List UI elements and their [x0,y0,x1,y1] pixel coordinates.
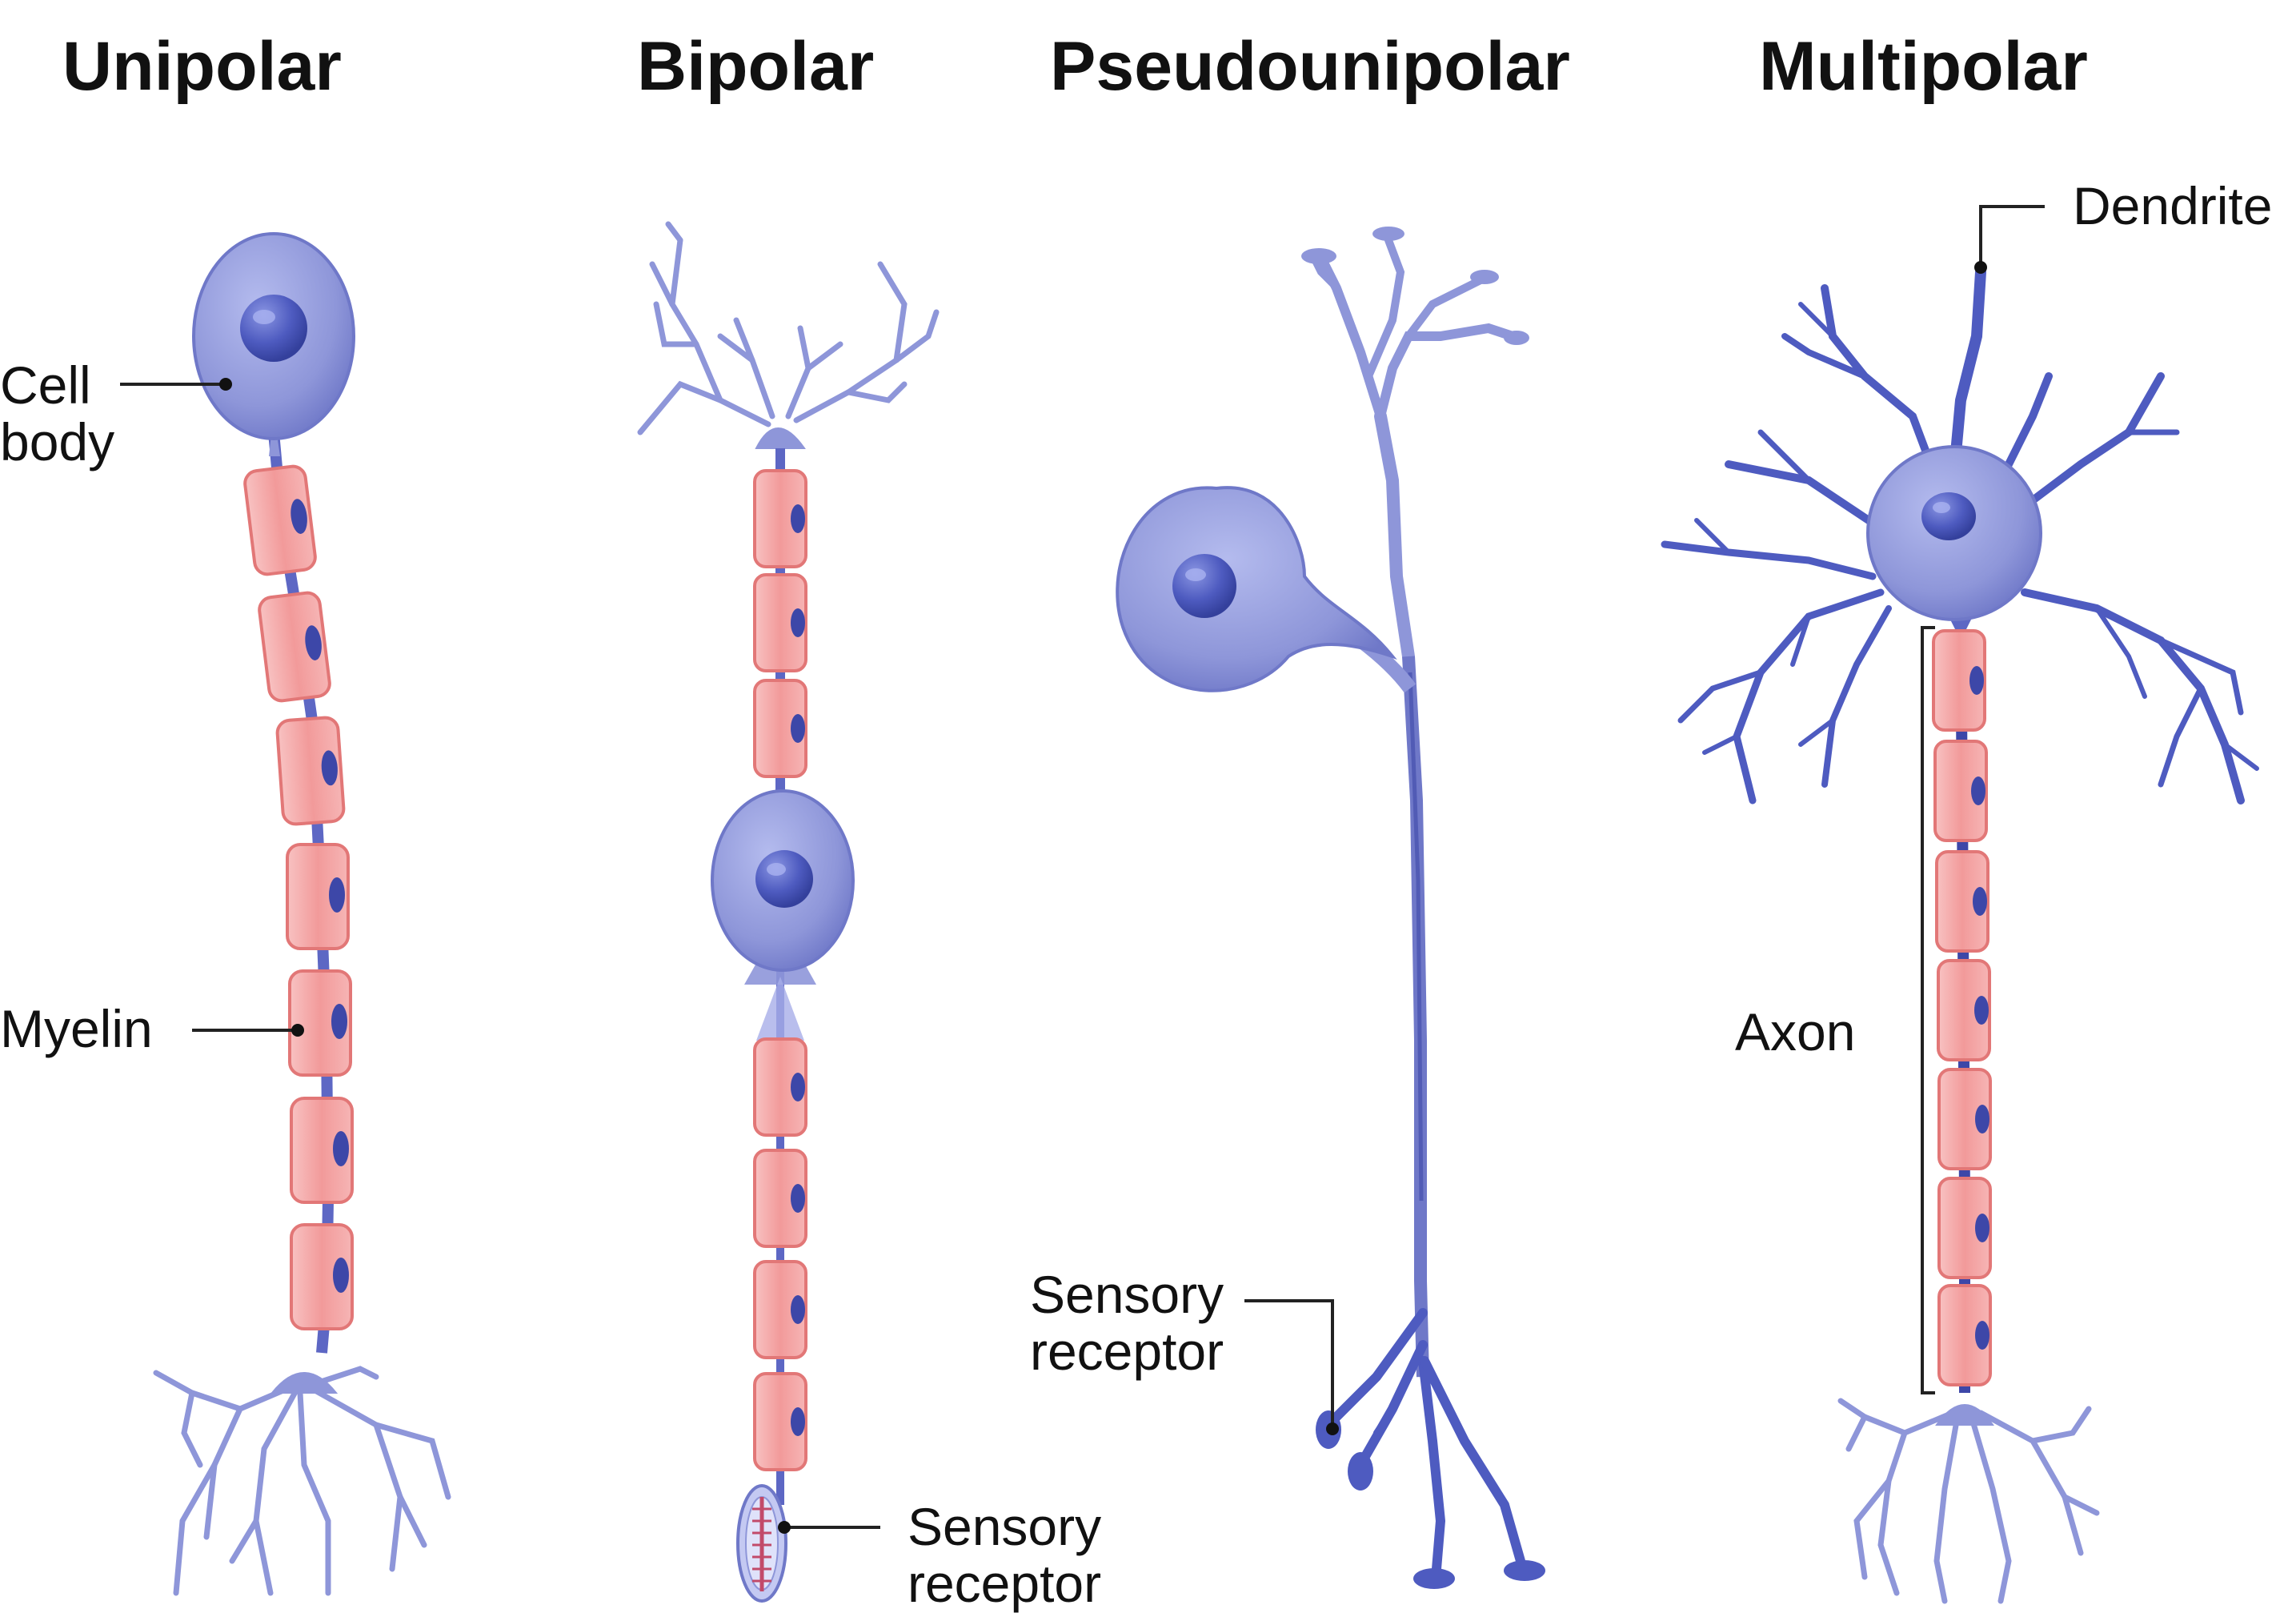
label-pseudo-sensory-receptor: Sensory receptor [1030,1266,1224,1381]
unipolar-axon-terminals [153,1366,451,1596]
pseudounipolar-branch-end-knobs [1301,227,1529,345]
label-myelin: Myelin [0,999,153,1058]
leader-lines [120,205,2045,1534]
multipolar-nucleus [1921,492,1976,540]
label-bipolar-sensory-line2: receptor [908,1554,1102,1614]
leader-pseudo-sensory [1244,1299,1334,1426]
bipolar-myelin-sheaths [753,469,807,1471]
label-cell-body-line1: Cell [0,355,91,415]
unipolar-myelin-sheaths [243,464,354,1330]
title-multipolar: Multipolar [1759,28,2088,105]
title-bipolar: Bipolar [637,28,875,105]
multipolar-neuron [1661,267,2259,1604]
pseudounipolar-cell-body [1116,486,1397,692]
leader-dendrite [1979,205,2045,264]
pseudounipolar-central-branch [1309,236,1517,663]
pseudounipolar-neuron [1116,227,1545,1589]
title-unipolar: Unipolar [62,28,342,105]
label-axon: Axon [1735,1002,1856,1061]
bipolar-sensory-receptor-shape [736,1484,787,1603]
unipolar-nucleus [240,295,307,362]
multipolar-dendrites [1661,267,2259,804]
label-bipolar-sensory-receptor: Sensory receptor [908,1497,1102,1614]
label-cell-body-line2: body [0,412,115,472]
label-pseudo-sensory-line1: Sensory [1030,1265,1224,1324]
bipolar-neuron [637,221,940,1603]
pseudounipolar-nucleus [1172,554,1236,618]
multipolar-myelin-sheaths [1932,629,1992,1386]
label-bipolar-sensory-line1: Sensory [908,1497,1102,1556]
axon-bracket [1921,626,1935,1394]
multipolar-axon-terminals [1837,1398,2100,1604]
pseudounipolar-peripheral-terminals [1324,1308,1525,1574]
bipolar-nucleus [755,850,813,908]
bipolar-dendrites [637,221,940,449]
label-cell-body: Cell body [0,355,115,472]
unipolar-neuron [153,232,451,1596]
label-dendrite: Dendrite [2073,176,2273,235]
label-pseudo-sensory-line2: receptor [1030,1322,1224,1382]
title-pseudounipolar: Pseudounipolar [1050,28,1570,105]
